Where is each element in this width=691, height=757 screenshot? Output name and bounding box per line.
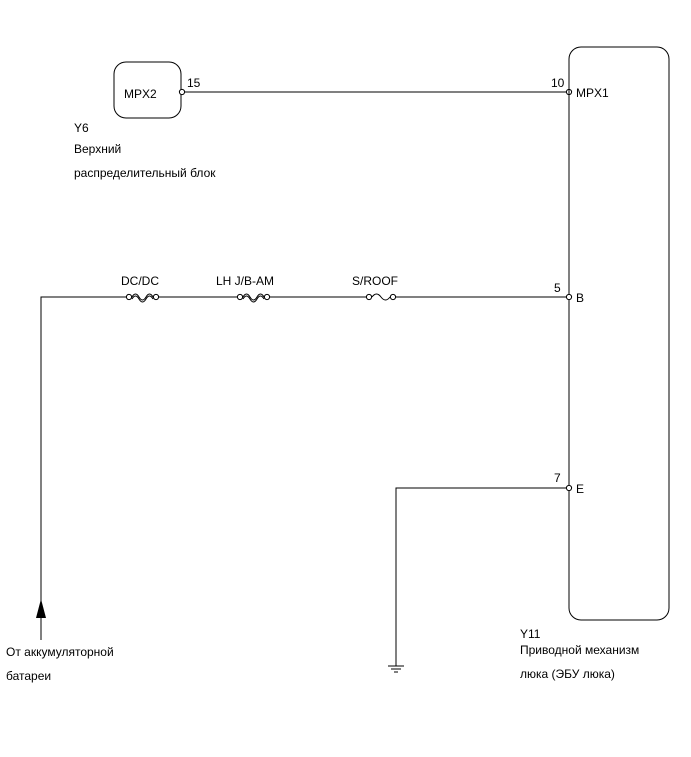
top-block-code: Y6 xyxy=(74,121,89,135)
top-block-pin-number: 15 xyxy=(187,76,201,90)
ground-icon xyxy=(388,665,404,673)
fuse-lhjb-icon xyxy=(242,293,265,301)
fuse-dcdc-left-terminal xyxy=(125,293,133,301)
battery-wire xyxy=(40,296,126,640)
fuse-dcdc-icon xyxy=(131,293,154,301)
ecu-name-line1: Приводной механизм xyxy=(520,643,639,657)
fuse-sroof-right-terminal xyxy=(389,293,397,301)
battery-label-line2: батареи xyxy=(6,669,51,683)
top-block-connector-label: MPX2 xyxy=(124,87,157,101)
fuse-dcdc-icon-heavy xyxy=(131,295,154,303)
b-pin-label: B xyxy=(576,291,584,305)
fuse-sroof-icon xyxy=(371,293,391,301)
ecu-name-line2: люка (ЭБУ люка) xyxy=(520,667,615,681)
ecu-box xyxy=(568,46,670,621)
mpx1-pin-label: MPX1 xyxy=(576,86,609,100)
fuse-lhjb-left-terminal xyxy=(236,293,244,301)
fuse-lhjb-right-terminal xyxy=(263,293,271,301)
e-pin-number: 7 xyxy=(554,471,561,485)
ecu-code: Y11 xyxy=(520,627,541,641)
battery-arrow-icon xyxy=(36,599,46,618)
fuse-sroof-label: S/ROOF xyxy=(352,274,398,288)
b-pin-number: 5 xyxy=(554,281,561,295)
top-block-pin xyxy=(178,88,186,96)
fuse-dcdc-label: DC/DC xyxy=(121,274,159,288)
b-pin xyxy=(565,293,573,301)
fuse-dcdc-right-terminal xyxy=(152,293,160,301)
mpx1-pin-number: 10 xyxy=(551,76,565,90)
top-block-name-line2: распределительный блок xyxy=(74,166,216,180)
e-pin-label: E xyxy=(576,482,584,496)
fuse-lhjb-icon-heavy xyxy=(242,295,265,303)
fuse-sroof-left-terminal xyxy=(365,293,373,301)
top-block-name-line1: Верхний xyxy=(74,142,121,156)
e-pin xyxy=(565,484,573,492)
battery-label-line1: От аккумуляторной xyxy=(6,645,114,659)
fuse-lhjb-label: LH J/B-AM xyxy=(216,274,274,288)
ground-wire xyxy=(395,487,566,666)
